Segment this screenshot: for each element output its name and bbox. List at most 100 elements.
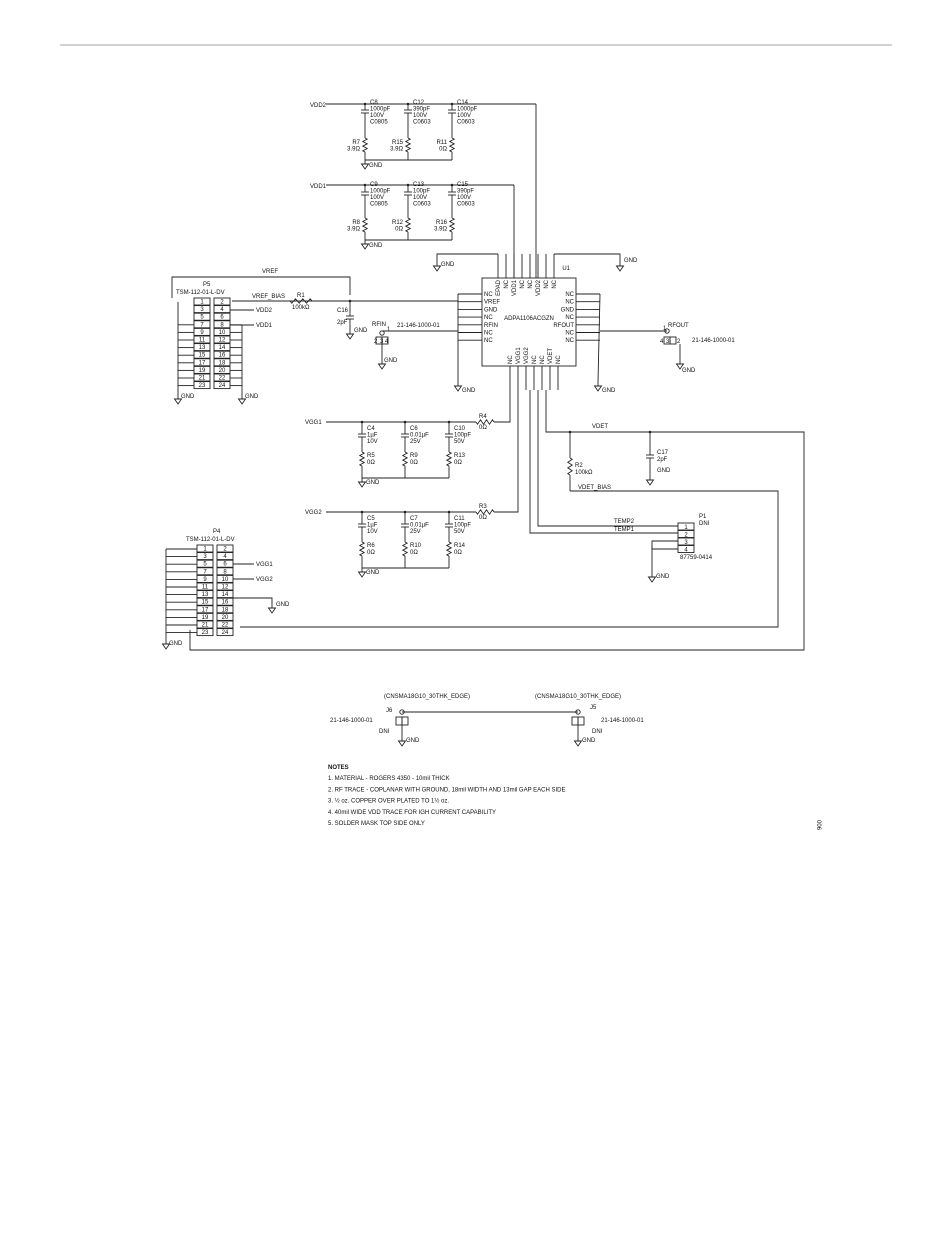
resistor [361,217,369,233]
header-pin-number: 9 [203,577,207,583]
label: GND [624,258,638,264]
junction-dot [450,183,454,187]
figure-number: 006 [815,820,821,831]
net-label-vdd2: VDD2 [310,103,327,109]
label: GND [181,394,195,400]
header-pin-cell [216,605,234,614]
label: DNI [592,729,603,735]
label: 2pF [337,320,348,326]
label: 0Ω [479,425,487,431]
wires [165,103,805,741]
junction-dot [447,510,451,514]
ic-pin-label: NC [565,300,574,306]
rfout-pin-cell [669,336,677,345]
ground-symbol [357,481,367,488]
component-label: C6 [410,426,418,432]
header-pin-number: 20 [222,615,229,621]
rfin-part: 21-146-1000-01 [397,323,440,329]
ground-symbol [615,265,625,272]
symbols [161,102,695,747]
ic-pin-label: VDD1 [512,279,518,296]
ground-symbol [593,385,603,392]
header-pin-cell [193,350,211,359]
resistor-value: 0Ω [439,147,447,153]
component-label: C15 [457,182,469,188]
header-pin-number: 15 [199,353,206,359]
header-pin-number: 6 [220,315,224,321]
label: R10 [410,543,422,549]
header-pin-number: 7 [203,569,207,575]
label: R4 [479,414,487,420]
component-label: 25V [410,529,421,535]
resistor-value: 3.9Ω [347,147,360,153]
header-pin-cell [196,544,214,553]
label: VDD1 [256,323,273,329]
label: GND [406,738,420,744]
label: GND [441,262,455,268]
header-pin-number: 16 [222,600,229,606]
header-pin-cell [196,582,214,591]
gnd-label: GND [369,163,383,169]
header-pin-cell [216,552,234,561]
resistor-ref: R11 [436,140,447,146]
component-label: 1µF [367,523,378,529]
header-pin-number: 19 [199,368,206,374]
component-label: C8 [370,100,378,106]
header-pin-number: 8 [220,322,224,328]
net-label-vdet: VDET [592,424,608,430]
component-label: 390pF [413,107,430,113]
net-label-rfin: RFIN [372,322,386,328]
header-pin-number: 18 [222,607,229,613]
gnd-wire [436,253,498,262]
ic-pin-label: NC [484,338,493,344]
label: 1 [387,327,391,333]
header-pin-cell [216,590,234,599]
resistor [358,541,366,557]
component-label: C13 [413,182,425,188]
ic-pin-label: NC [520,279,526,288]
label: GND [582,738,596,744]
component-label: 100pF [413,189,430,195]
notes-title: NOTES [328,765,349,771]
junction-dot [406,183,410,187]
note-item: 1. MATERIAL - ROGERS 4350 - 10mil THICK [328,776,450,782]
header-pin-cell [213,327,231,336]
label: 0Ω [454,460,462,466]
note-item: 4. 40mil WIDE VDD TRACE FOR IGH CURRENT … [328,810,496,816]
p1-pin-number: 3 [684,540,688,546]
header-pin-cell [213,358,231,367]
header-pin-number: 3 [200,307,204,313]
resistor-value: 3.9Ω [390,147,403,153]
header-pin-number: 11 [202,585,209,591]
net-label-temp1: TEMP1 [614,527,635,533]
component-label: 390pF [457,189,474,195]
header-pin-number: 2 [220,300,224,306]
resistor [475,509,495,515]
ic-pin-label: NC [565,315,574,321]
label: 3 [666,339,670,345]
label: GND [384,358,398,364]
ic-pin-label: NC [565,338,574,344]
component-label: 10V [367,529,378,535]
ground-symbol [360,163,370,170]
label: GND [354,328,368,334]
label: GND [462,388,476,394]
header-pin-cell [213,343,231,352]
resistor-ref: R16 [436,220,448,226]
component-label: 50V [454,439,465,445]
ground-symbol [173,398,183,405]
ground-symbol [573,740,583,747]
label: R13 [454,453,466,459]
header-pin-number: 7 [200,322,204,328]
header-pin-cell [193,335,211,344]
label: 2 [374,339,378,345]
label: DNI [379,729,390,735]
sma-pin-cell [401,716,409,726]
junction-dot [406,102,410,106]
header-pin-cell [216,582,234,591]
resistor [404,137,412,153]
header-pin-number: 8 [223,569,227,575]
ic-pin-label: RFIN [484,323,498,329]
label: R5 [367,453,375,459]
resistor [401,451,409,467]
